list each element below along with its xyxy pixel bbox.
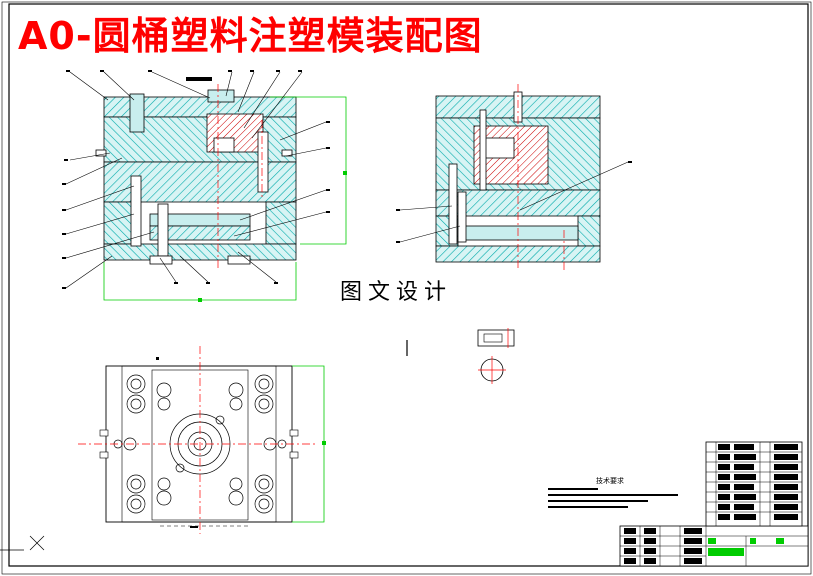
drawing-border [8, 3, 809, 567]
detail-views [406, 328, 515, 384]
side-section-view [396, 84, 632, 272]
technical-requirements-title: 技术要求 [596, 477, 624, 485]
top-view [78, 346, 326, 534]
front-section-view [62, 70, 347, 302]
technical-requirements-lines [548, 488, 678, 508]
title-block [619, 441, 809, 567]
drawing-title: A0-圆桶塑料注塑模装配图 [18, 14, 483, 58]
watermark-text: 图文设计 [340, 280, 453, 305]
origin-cross [0, 535, 45, 551]
